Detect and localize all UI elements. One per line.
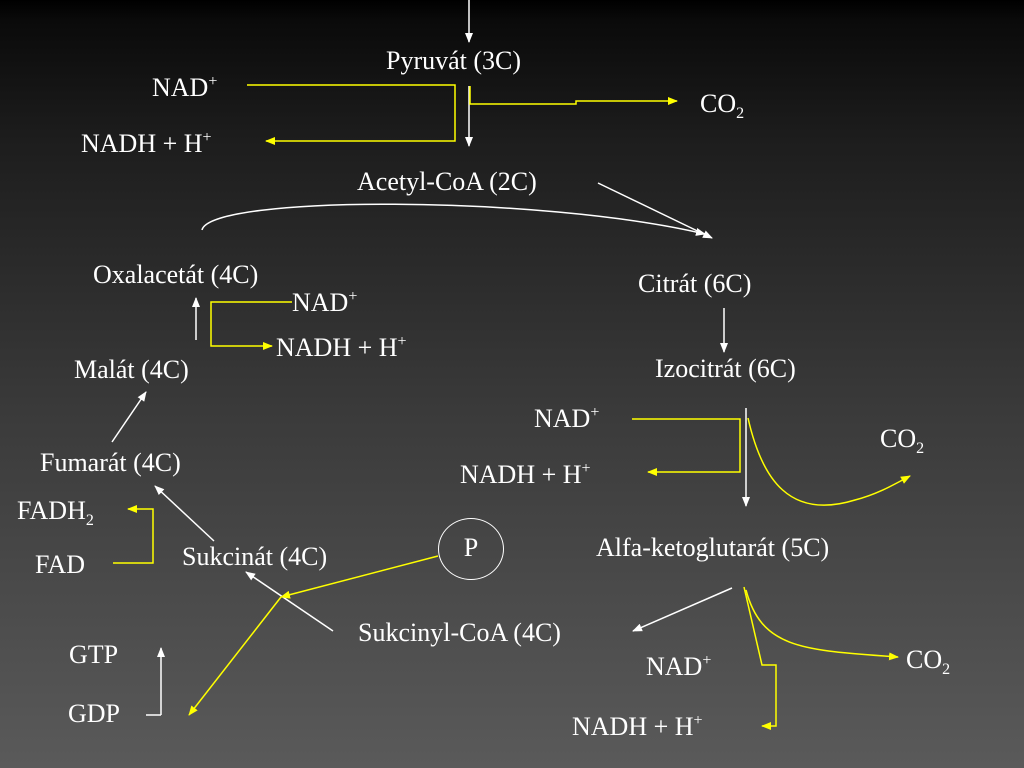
label-nadh-2: NADH + H+ — [276, 333, 407, 362]
arrow-sukcinyl-to-sukcinat — [245, 571, 334, 632]
arrow-to-gdp — [188, 596, 282, 716]
label-sukcinyl-coa: Sukcinyl-CoA (4C) — [358, 618, 561, 647]
label-malat: Malát (4C) — [74, 355, 189, 384]
phosphate-circle: P — [438, 518, 504, 580]
label-oxalacetat: Oxalacetát (4C) — [93, 260, 259, 289]
label-citrat: Citrát (6C) — [638, 269, 752, 298]
label-co2-3: CO2 — [906, 645, 951, 678]
arrow-sukcinat-to-fumarat — [154, 485, 215, 542]
arrow-fumarat-to-malat — [111, 391, 147, 443]
arrow-co2-2 — [747, 417, 911, 506]
label-phosphate: P — [463, 533, 479, 562]
bracket-nad-3 — [632, 418, 741, 476]
label-fumarat: Fumarát (4C) — [40, 448, 181, 477]
label-nad-3: NAD+ — [534, 404, 600, 433]
arrow-oxalacetat-to-citrat — [201, 203, 706, 236]
arrow-acetyl-to-citrat — [597, 182, 713, 239]
arrow-co2-3 — [745, 589, 899, 661]
label-co2-1: CO2 — [700, 89, 745, 122]
label-gdp: GDP — [68, 699, 121, 728]
label-pyruvat: Pyruvát (3C) — [386, 46, 522, 75]
bracket-fad — [113, 505, 154, 564]
label-izocitrat: Izocitrát (6C) — [655, 354, 796, 383]
label-fad: FAD — [35, 550, 86, 579]
arrow-co2-1 — [469, 86, 678, 105]
label-alfa-ketoglutarat: Alfa-ketoglutarát (5C) — [596, 533, 830, 562]
label-nadh-4: NADH + H+ — [572, 712, 703, 741]
label-nadh-3: NADH + H+ — [460, 460, 591, 489]
label-sukcinat: Sukcinát (4C) — [182, 542, 328, 571]
label-nad-4: NAD+ — [646, 652, 712, 681]
label-acetyl-coa: Acetyl-CoA (2C) — [357, 167, 537, 196]
bracket-nad-4 — [743, 586, 777, 730]
label-co2-2: CO2 — [880, 424, 925, 457]
bracket-nad-2 — [210, 301, 292, 350]
label-nad-1: NAD+ — [152, 73, 218, 102]
phosphate-link — [280, 555, 439, 599]
arrow-alfa-to-sukcinyl — [632, 587, 733, 632]
label-fadh2: FADH2 — [17, 496, 94, 529]
label-nadh-1: NADH + H+ — [81, 129, 212, 158]
label-nad-2: NAD+ — [292, 288, 358, 317]
label-gtp: GTP — [69, 640, 119, 669]
bracket-nad-1 — [247, 84, 456, 145]
